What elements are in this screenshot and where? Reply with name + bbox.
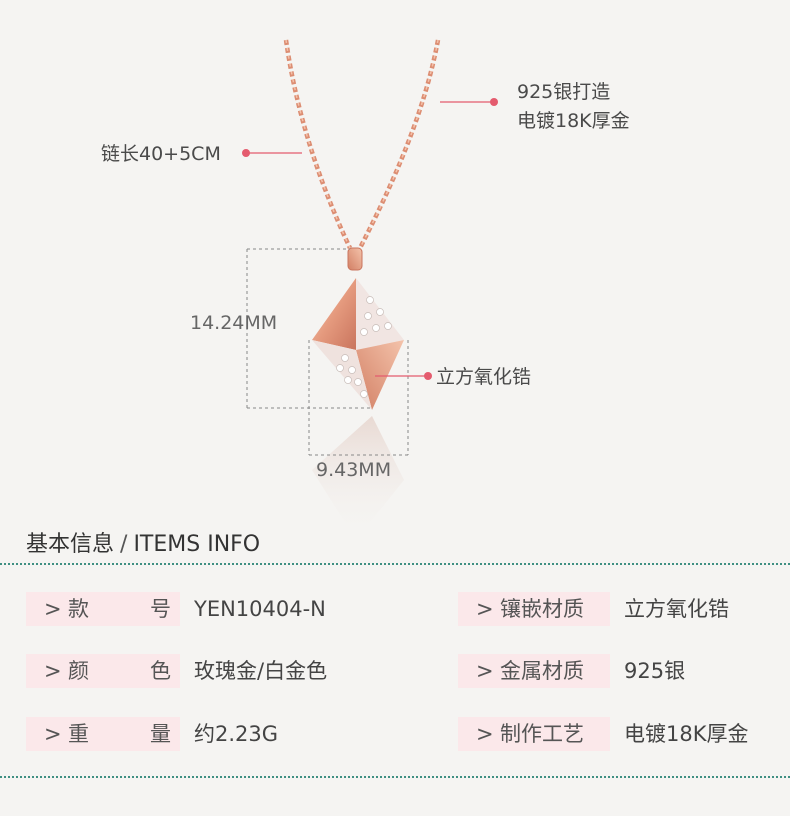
info-key-char-b: 量: [150, 722, 171, 746]
arrow-icon: >: [44, 722, 62, 746]
info-value: YEN10404-N: [194, 597, 326, 621]
info-key: > 金属材质: [458, 654, 610, 688]
info-value: 玫瑰金/白金色: [194, 659, 328, 683]
section-title-separator: /: [120, 532, 128, 557]
material-label-line2: 电镀18K厚金: [517, 110, 630, 132]
info-key-text: 制作工艺: [500, 722, 584, 746]
info-key: > 制作工艺: [458, 717, 610, 751]
chain-left: [283, 39, 353, 249]
pendant-bail: [347, 247, 363, 271]
info-value: 925银: [624, 659, 686, 683]
info-key: > 重 量: [26, 717, 180, 751]
pendant: [312, 278, 404, 410]
pendant-reflection: [312, 416, 404, 540]
section-title-en: ITEMS INFO: [133, 532, 261, 557]
chain-length-label: 链长40+5CM: [101, 143, 221, 165]
info-row-setting-material: > 镶嵌材质 立方氧化锆: [458, 592, 778, 626]
material-label-line1: 925银打造: [517, 81, 611, 103]
section-title: 基本信息/ITEMS INFO: [26, 526, 260, 558]
info-key-char-b: 号: [150, 597, 171, 621]
width-dimension-lines: [308, 340, 409, 456]
info-key-text: 镶嵌材质: [500, 597, 584, 621]
chain-right: [357, 39, 441, 250]
info-key: > 款 号: [26, 592, 180, 626]
pointer-material: [440, 98, 498, 106]
info-key-text: 金属材质: [500, 659, 584, 683]
stone-label: 立方氧化锆: [436, 366, 532, 388]
arrow-icon: >: [476, 597, 494, 621]
info-row-weight: > 重 量 约2.23G: [26, 717, 356, 751]
arrow-icon: >: [476, 659, 494, 683]
top-divider: [0, 563, 790, 565]
info-key-char-a: 款: [68, 597, 89, 621]
height-label: 14.24MM: [190, 312, 278, 334]
info-key-char-b: 色: [150, 659, 171, 683]
section-title-cn: 基本信息: [26, 532, 115, 557]
info-key: > 颜 色: [26, 654, 180, 688]
pointer-chain: [242, 149, 302, 157]
arrow-icon: >: [476, 722, 494, 746]
info-row-color: > 颜 色 玫瑰金/白金色: [26, 654, 356, 688]
pointer-stone: [375, 372, 432, 380]
arrow-icon: >: [44, 597, 62, 621]
bottom-divider: [0, 776, 790, 778]
info-value: 约2.23G: [194, 722, 279, 746]
width-label: 9.43MM: [316, 459, 392, 481]
info-row-metal-material: > 金属材质 925银: [458, 654, 778, 688]
info-value: 立方氧化锆: [624, 597, 729, 621]
info-value: 电镀18K厚金: [624, 722, 749, 746]
info-key: > 镶嵌材质: [458, 592, 610, 626]
info-row-craft: > 制作工艺 电镀18K厚金: [458, 717, 778, 751]
arrow-icon: >: [44, 659, 62, 683]
info-row-model: > 款 号 YEN10404-N: [26, 592, 356, 626]
info-key-char-a: 颜: [68, 659, 89, 683]
info-key-char-a: 重: [68, 722, 89, 746]
